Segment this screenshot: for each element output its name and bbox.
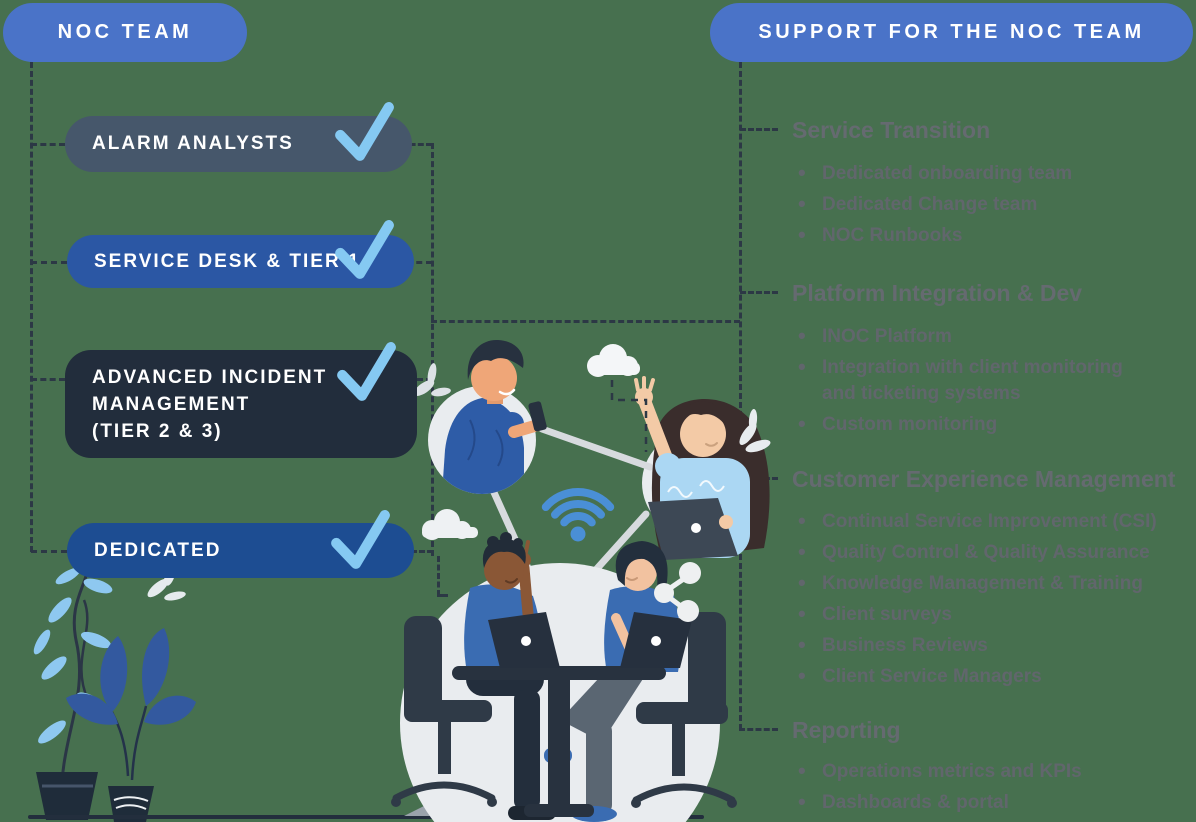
bullet-item: Client surveys (796, 601, 1196, 628)
section-heading-customer-experience: Customer Experience Management (792, 466, 1176, 492)
support-title: SUPPORT FOR THE NOC TEAM (758, 21, 1145, 43)
checkmark-icon (337, 342, 396, 401)
connector-branch (740, 128, 778, 131)
bullet-item: Custom monitoring (796, 411, 1196, 438)
connector-branch (740, 291, 778, 294)
bullet-item: INOC Platform (796, 323, 1196, 350)
connector-branch (437, 594, 448, 597)
man-with-phone-illustration (442, 339, 547, 494)
man-circle-background (428, 386, 536, 494)
pill-label: SERVICE DESK & TIER 1 (94, 250, 361, 272)
connector-branch (31, 261, 67, 264)
short-plant-illustration (66, 628, 196, 822)
pill-label: ALARM ANALYSTS (92, 133, 294, 154)
bullet-item: Dashboards & portal (796, 789, 1196, 816)
network-connection-lines (488, 425, 654, 576)
bullet-item: Client Service Managers (796, 663, 1196, 690)
cloud-icon (587, 344, 640, 377)
checkmark-icon (335, 102, 394, 161)
tall-plant-illustration (33, 563, 113, 820)
share-icon (654, 562, 701, 622)
laptop-icon (488, 612, 560, 668)
section-heading-reporting: Reporting (792, 717, 901, 743)
woman-with-laptop-illustration (634, 376, 770, 560)
laptop-icon (620, 612, 692, 668)
pill-advanced-incident-management: ADVANCED INCIDENT MANAGEMENT (TIER 2 & 3… (65, 350, 417, 458)
pill-label: ADVANCED INCIDENT MANAGEMENT (TIER 2 & 3… (92, 366, 328, 442)
checkmark-icon (335, 220, 394, 279)
support-header-pill: SUPPORT FOR THE NOC TEAM (710, 3, 1193, 62)
connector-branch (31, 143, 65, 146)
bullet-item: Quality Control & Quality Assurance (796, 539, 1196, 566)
connector-branch (740, 477, 778, 480)
seated-woman-illustration (544, 541, 681, 822)
section-heading-service-transition: Service Transition (792, 117, 991, 143)
bullet-item: Continual Service Improvement (CSI) (796, 508, 1196, 535)
connector-branch (739, 728, 778, 731)
bullet-item: Knowledge Management & Training (796, 570, 1196, 597)
table-illustration (452, 666, 666, 817)
connector-right-rail (739, 62, 742, 730)
woman-circle-background (642, 431, 746, 535)
bullet-item: Business Reviews (796, 632, 1196, 659)
noc-team-header-pill: NOC TEAM (3, 3, 247, 62)
team-circle-background (400, 563, 720, 822)
connector-mid-rail (431, 143, 434, 556)
bullet-item: Dedicated Change team (796, 191, 1196, 218)
pill-label: DEDICATED (94, 539, 222, 561)
section-list-service-transition: Dedicated onboarding team Dedicated Chan… (796, 160, 1196, 254)
paper-plane-icon (404, 799, 438, 816)
connector-branch (437, 556, 440, 596)
section-heading-platform-integration: Platform Integration & Dev (792, 280, 1083, 306)
connector-left-rail (30, 62, 33, 552)
wifi-icon (541, 487, 615, 542)
bullet-item: Dedicated onboarding team (796, 160, 1196, 187)
cloud-dashed-connector (610, 380, 648, 452)
bullet-item: Operations metrics and KPIs (796, 758, 1196, 785)
noc-team-title: NOC TEAM (57, 21, 193, 43)
connector-cross (431, 320, 740, 323)
section-list-customer-experience: Continual Service Improvement (CSI) Qual… (796, 508, 1196, 695)
seated-man-illustration (464, 532, 556, 820)
pill-service-desk-tier1: SERVICE DESK & TIER 1 (67, 235, 414, 288)
connector-branch (31, 550, 67, 553)
connector-branch (31, 378, 65, 381)
ground-line (28, 815, 704, 819)
bullet-item: NOC Runbooks (796, 222, 1196, 249)
office-chair-left (391, 616, 497, 807)
checkmark-icon (331, 510, 390, 569)
section-list-reporting: Operations metrics and KPIs Dashboards &… (796, 758, 1196, 821)
bullet-item: Integration with client monitoring and t… (796, 354, 1196, 407)
office-chair-right (631, 612, 737, 808)
section-list-platform-integration: INOC Platform Integration with client mo… (796, 323, 1196, 443)
